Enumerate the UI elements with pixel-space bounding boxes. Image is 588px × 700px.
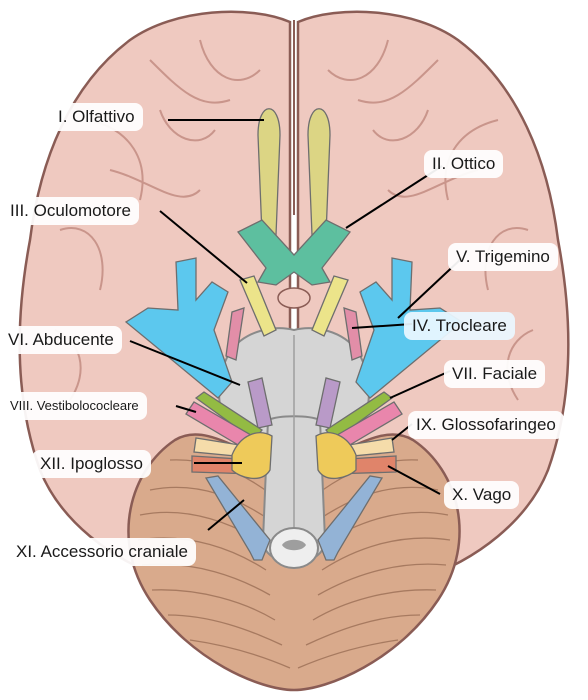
optic-chiasm — [237, 219, 351, 286]
label-glossopharyngeal: IX. Glossofaringeo — [408, 411, 564, 439]
leader-lines — [129, 119, 463, 531]
label-olfactory: I. Olfattivo — [50, 103, 143, 131]
label-vagus: X. Vago — [444, 481, 520, 509]
oculomotor-nerve-left — [239, 275, 277, 337]
abducens-nerve-right — [315, 377, 341, 429]
nerves — [124, 108, 464, 561]
label-vestibulocochlear: VIII. Vestibolococleare — [2, 392, 147, 420]
olfactory-nerve-right — [307, 108, 331, 236]
label-trochlear: IV. Trocleare — [404, 312, 515, 340]
label-facial: VII. Faciale — [444, 360, 546, 388]
hypoglossal-nerve-left — [231, 432, 273, 479]
label-oculomotor: III. Oculomotore — [2, 197, 139, 225]
pituitary-stalk — [277, 287, 311, 309]
olfactory-nerve-left — [257, 108, 281, 236]
label-trigeminal: V. Trigemino — [448, 243, 558, 271]
label-optic: II. Ottico — [424, 150, 504, 178]
trochlear-nerve-right — [343, 307, 363, 361]
abducens-nerve-left — [247, 377, 273, 429]
label-abducens: VI. Abducente — [0, 326, 122, 354]
label-accessory: XI. Accessorio craniale — [8, 538, 196, 566]
label-hypoglossal: XII. Ipoglosso — [32, 450, 152, 478]
trochlear-nerve-left — [225, 307, 245, 361]
accessory-nerve-left — [204, 475, 271, 561]
oculomotor-nerve-right — [311, 275, 349, 337]
accessory-nerve-right — [317, 475, 384, 561]
hypoglossal-nerve-right — [315, 432, 357, 479]
